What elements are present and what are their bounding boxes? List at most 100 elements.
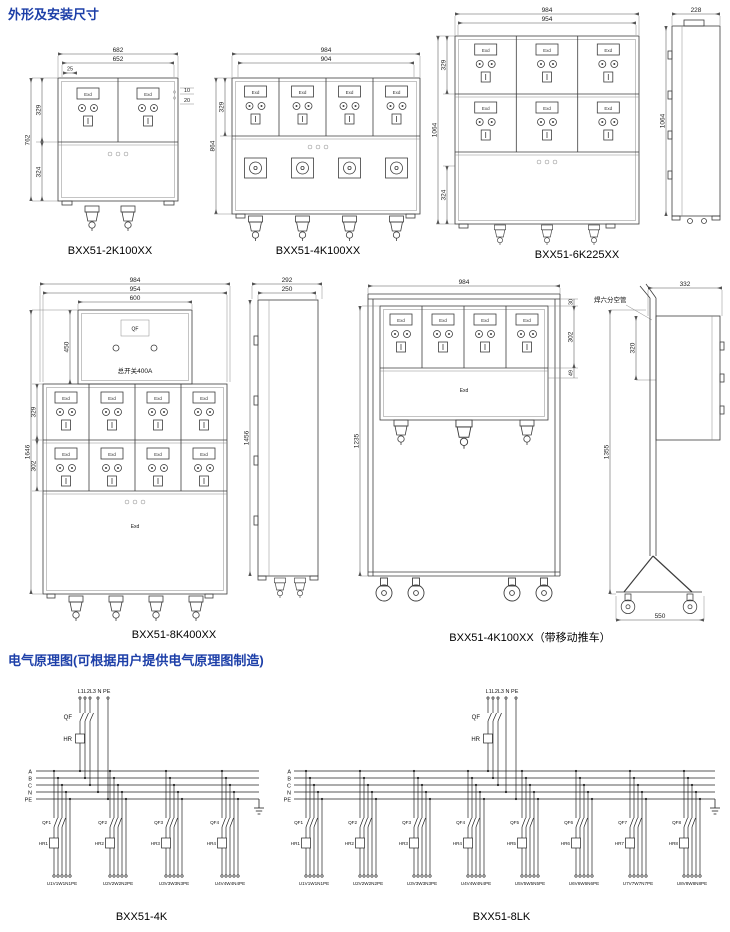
figure-caption: BXX51-4K100XX（带移动推车） (449, 632, 611, 644)
drawing-bxx51-6k225xx-side: 228 1064 (660, 7, 721, 224)
dim-hole-pitch: 20 (184, 98, 190, 104)
branch-breaker-label: QF1 (42, 820, 51, 825)
branch-hr-label: HR2 (95, 841, 105, 846)
branch-hr-label: HR6 (561, 841, 571, 846)
drawing-bxx51-8k400xx-side: 292 250 1456 (244, 277, 323, 599)
main-breaker-label: QF (472, 715, 481, 721)
branch-terminal-label: U4V4W4N4PE (461, 881, 491, 886)
dim-base-width: 550 (655, 613, 666, 620)
dim-side-width-outer: 292 (282, 277, 293, 284)
figure-bxx51-8k400xx: 984 954 600 QF 总开关400A 450 1646 329 302 (24, 276, 324, 641)
main-hr-label: HR (471, 737, 480, 743)
bus-label-a: A (287, 770, 291, 776)
dim-width-inner: 954 (130, 286, 141, 293)
dim-height-total: 762 (25, 134, 32, 145)
branch-breaker-label: QF4 (456, 820, 465, 825)
incoming-terminals-label: L1L2L3 N PE (486, 689, 519, 695)
figure-caption: BXX51-2K100XX (67, 245, 153, 257)
figure-caption: BXX51-4K (115, 911, 168, 923)
branch-hr-label: HR4 (207, 841, 217, 846)
bus-label-c: C (287, 784, 291, 790)
branch-breaker-label: QF6 (564, 820, 573, 825)
dim-width-outer: 984 (130, 277, 141, 284)
dim-width-inner: 904 (321, 56, 332, 63)
dim-gap-top: 30 (569, 299, 575, 305)
drawing-bxx51-8k400xx-front: 984 954 600 QF 总开关400A 450 1646 329 302 (25, 277, 231, 622)
branch-hr-label: HR4 (453, 841, 463, 846)
branch-terminal-label: U2V2W2N2PE (353, 881, 383, 886)
bus-label-n: N (28, 791, 32, 797)
main-breaker-label: QF (132, 327, 139, 333)
dim-width-outer: 984 (321, 47, 332, 54)
bus-label-pe: PE (25, 798, 33, 804)
dim-hole-offset: 10 (184, 88, 190, 94)
main-breaker-label: QF (64, 715, 73, 721)
branch-terminal-label: U1V1W1N1PE (299, 881, 329, 886)
branch-breaker-label: QF4 (210, 820, 219, 825)
dim-height-row: 329 (36, 104, 43, 115)
branch-breaker-label: QF2 (348, 820, 357, 825)
dim-height-topbox: 450 (64, 341, 71, 352)
branch-hr-label: HR5 (507, 841, 517, 846)
branch-breaker-label: QF2 (98, 820, 107, 825)
dim-height-body: 1235 (354, 433, 361, 448)
branch-hr-label: HR1 (291, 841, 301, 846)
branch-terminal-label: U2V2W2N2PE (103, 881, 133, 886)
dim-height-row: 329 (441, 59, 448, 70)
dim-side-height: 1064 (660, 113, 667, 128)
branch-terminal-label: U3V3W3N3PE (407, 881, 437, 886)
drawing-bxx51-4k100xx-cart-side: 焊六分空管 332 1355 320 550 (594, 281, 725, 622)
dim-side-top: 320 (630, 342, 637, 353)
bus-label-c: C (28, 784, 32, 790)
branch-terminal-label: U5V5W5N5PE (515, 881, 545, 886)
main-hr-label: HR (63, 737, 72, 743)
dim-height-row1: 329 (31, 406, 38, 417)
dim-side-depth: 332 (680, 281, 691, 288)
figure-bxx51-4k100xx-cart: 984 Exd 30 302 49 1235 (332, 276, 728, 645)
dim-width-outer: 682 (113, 47, 124, 54)
figure-bxx51-4k100xx: 984 904 329 864 BXX51-4K100XX (208, 46, 428, 257)
branch-hr-label: HR1 (39, 841, 49, 846)
exd-marking-label: Exd (460, 388, 469, 394)
branch-breaker-label: QF5 (510, 820, 519, 825)
branch-hr-label: HR2 (345, 841, 355, 846)
branch-breaker-label: QF1 (294, 820, 303, 825)
bus-label-pe: PE (284, 798, 292, 804)
dim-side-height: 1355 (604, 444, 611, 459)
section-title-dimensions: 外形及安装尺寸 (8, 7, 100, 22)
incoming-terminals-label: L1L2L3 N PE (78, 689, 111, 695)
dim-side-depth: 228 (691, 7, 702, 14)
dim-side-width-inner: 250 (282, 286, 293, 293)
branch-hr-label: HR8 (669, 841, 679, 846)
bus-label-b: B (287, 777, 291, 783)
branch-terminal-label: U1V1W1N1PE (47, 881, 77, 886)
branch-hr-label: HR3 (399, 841, 409, 846)
weld-pipe-note: 焊六分空管 (594, 295, 627, 304)
bus-label-a: A (28, 770, 32, 776)
figure-caption: BXX51-4K100XX (275, 245, 361, 257)
drawing-bxx51-4k100xx-cart-front: 984 Exd 30 302 49 1235 (354, 279, 578, 602)
dim-width-outer: 984 (542, 7, 553, 14)
drawing-bxx51-2k100xx-front: 682 652 25 762 329 324 10 20 (25, 47, 194, 232)
drawing-bxx51-4k100xx-front: 984 904 329 864 (210, 47, 421, 242)
branch-breaker-label: QF7 (618, 820, 627, 825)
dim-height-row: 302 (568, 331, 575, 342)
branch-hr-label: HR7 (615, 841, 625, 846)
figure-caption: BXX51-6K225XX (534, 249, 620, 261)
branch-terminal-label: U7V7W7N7PE (623, 881, 653, 886)
branch-terminal-label: U6V6W6N6PE (569, 881, 599, 886)
dim-gap-bottom: 49 (569, 370, 575, 376)
section-title-schematics: 电气原理图(可根据用户提供电气原理图制造) (8, 653, 264, 668)
dim-width-inner: 652 (113, 56, 124, 63)
dim-height-row2: 302 (31, 460, 38, 471)
bus-label-n: N (287, 791, 291, 797)
drawing-bxx51-6k225xx-front: 984 954 329 1064 324 (432, 7, 640, 246)
figure-schematic-bxx51-4k: L1L2L3 N PE QF HR A B C N PE QF1 HR1 U1V… (14, 686, 269, 923)
branch-hr-label: HR3 (151, 841, 161, 846)
branch-breaker-label: QF8 (672, 820, 681, 825)
bus-label-b: B (28, 777, 32, 783)
dim-width-outer: 984 (459, 279, 470, 286)
dim-height-bottom: 324 (441, 189, 448, 200)
figure-bxx51-6k225xx: 984 954 329 1064 324 (430, 6, 724, 261)
